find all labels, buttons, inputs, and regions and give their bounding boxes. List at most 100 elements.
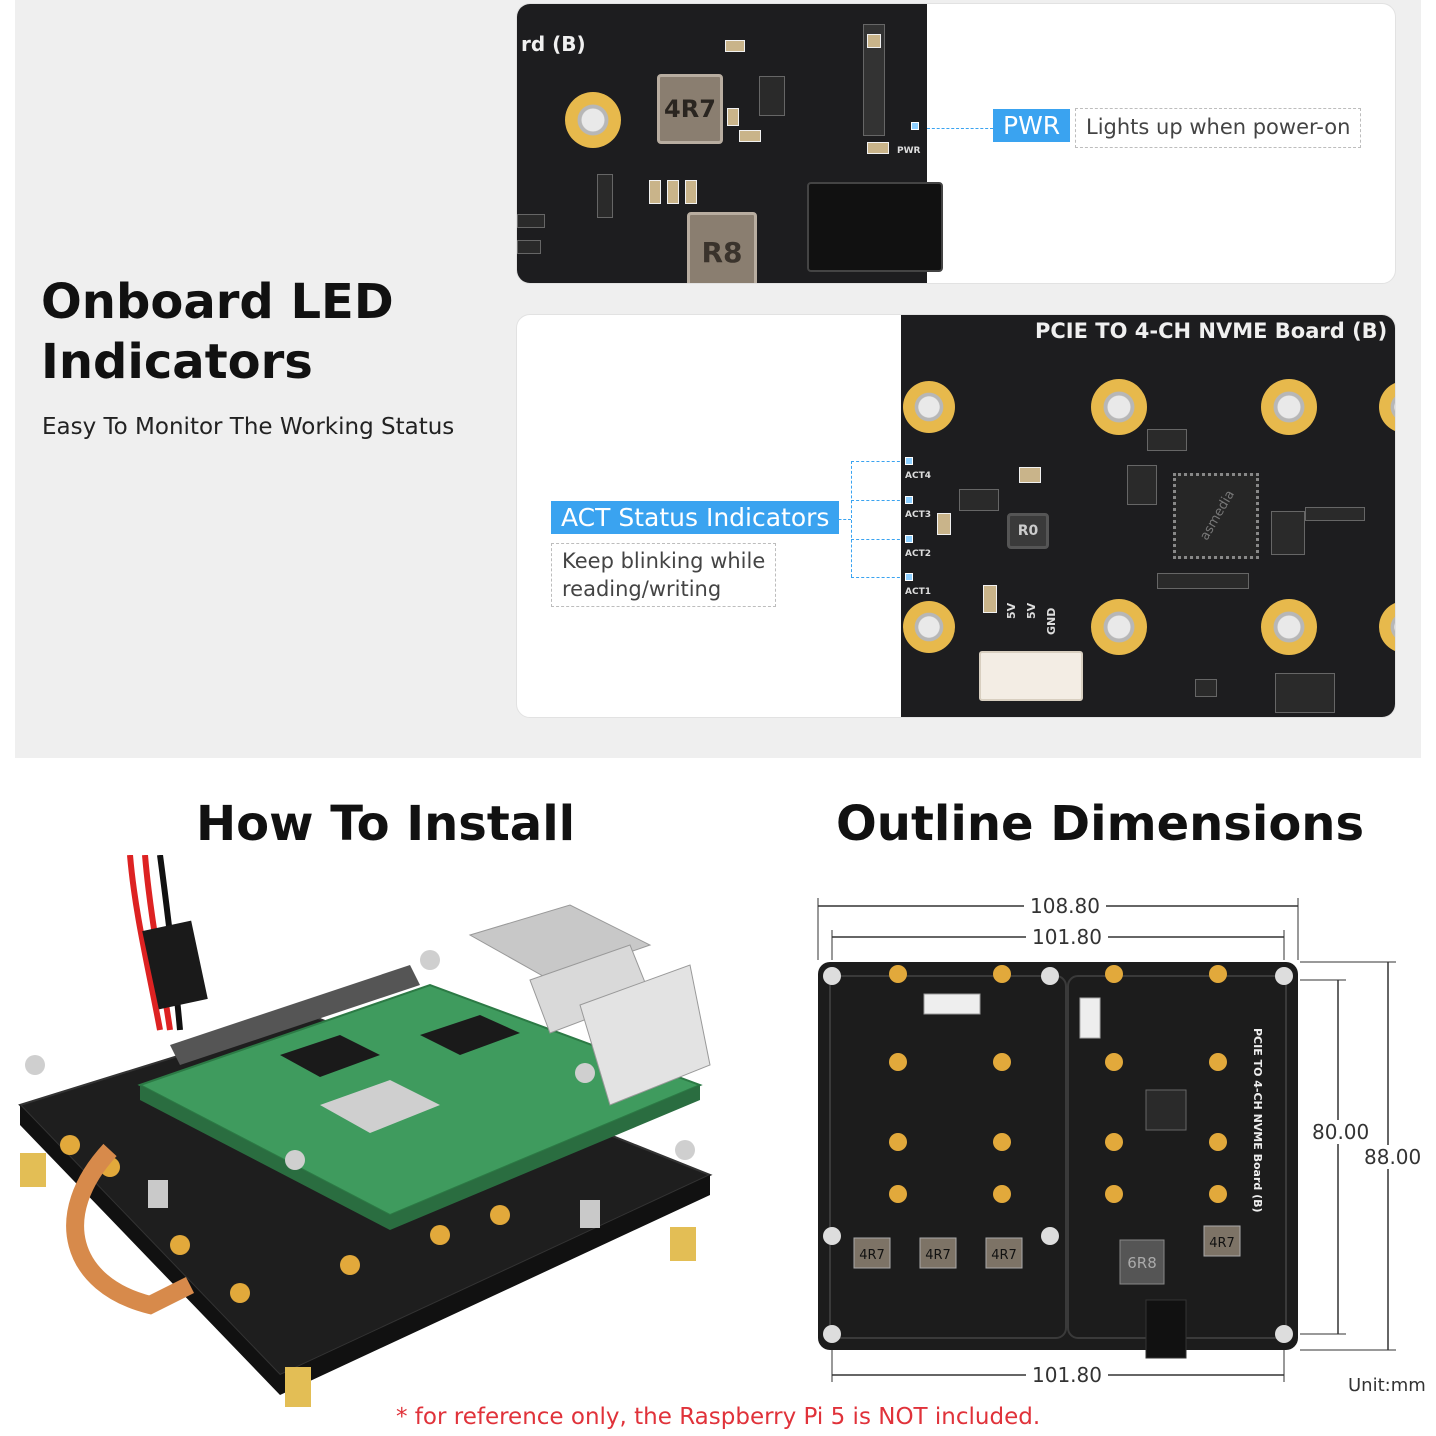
pwr-connector-line — [927, 128, 993, 129]
soc-chip — [280, 1035, 380, 1077]
mounting-hole — [1261, 379, 1317, 435]
capacitor — [667, 180, 679, 204]
capacitor — [739, 130, 761, 142]
usb-port — [468, 904, 652, 981]
capacitor — [867, 142, 889, 154]
mounting-hole — [565, 92, 621, 148]
dim-inner-width-top: 101.80 — [1026, 925, 1108, 949]
act3-led — [905, 496, 913, 504]
act-connector-branch — [851, 500, 905, 501]
inductors — [853, 1225, 1241, 1285]
capacitor — [725, 40, 745, 52]
fpc-ribbon-cable — [66, 1143, 195, 1315]
act4-led — [905, 457, 913, 465]
mounting-hole — [170, 1235, 190, 1255]
act-connector-branch — [851, 461, 905, 462]
power-cable-red — [127, 855, 163, 1031]
resistor-array — [863, 24, 885, 136]
act-tag: ACT Status Indicators — [551, 501, 840, 534]
board-label-partial: rd (B) — [521, 32, 586, 56]
capacitor — [649, 180, 661, 204]
dimensions-title: Outline Dimensions — [836, 796, 1365, 852]
install-title: How To Install — [196, 796, 576, 852]
corner-hole — [1275, 1325, 1293, 1343]
controller-chip — [1145, 1089, 1187, 1131]
screw — [285, 1150, 305, 1170]
ic-chip — [1195, 679, 1217, 697]
silk-pwr-label: PWR — [897, 146, 921, 156]
dim-inner-height: 80.00 — [1306, 1120, 1376, 1144]
act2-label: ACT2 — [905, 549, 931, 559]
standoff — [20, 1153, 46, 1187]
led-section-subtitle: Easy To Monitor The Working Status — [42, 414, 455, 440]
capacitor — [1019, 467, 1041, 483]
pwr-led — [911, 122, 919, 130]
mounting-hole — [490, 1205, 510, 1225]
dc-barrel-jack — [807, 182, 943, 272]
screw — [675, 1140, 695, 1160]
pwr-tag: PWR — [993, 109, 1071, 142]
act3-label: ACT3 — [905, 510, 931, 520]
metal-shield — [320, 1080, 440, 1133]
act-connector-line — [829, 519, 851, 520]
resistor-array — [1147, 429, 1187, 451]
ic-chip — [517, 240, 541, 254]
screw — [25, 1055, 45, 1075]
unit-label: Unit:mm — [1348, 1375, 1426, 1396]
corner-hole — [1041, 1227, 1059, 1245]
mounting-hole — [60, 1135, 80, 1155]
mounting-hole — [1379, 601, 1395, 653]
screw — [575, 1063, 595, 1083]
dim-outer-width: 108.80 — [1024, 894, 1106, 918]
controller-chip: asmedia — [1173, 473, 1259, 559]
standoff — [670, 1227, 696, 1261]
dim-inner-width-bottom: 101.80 — [1026, 1363, 1108, 1387]
inductor-label: 4R7 — [859, 1248, 885, 1263]
pcb-photo-act: PCIE TO 4-CH NVME Board (B) ACT4 ACT3 AC… — [901, 315, 1395, 717]
nvme-board-edge — [20, 1105, 710, 1395]
led-indicators-section: Onboard LED Indicators Easy To Monitor T… — [15, 0, 1421, 758]
act-description: Keep blinking while reading/writing — [551, 543, 777, 607]
ram-chip — [420, 1015, 520, 1055]
inductor-label: 4R7 — [1209, 1236, 1235, 1251]
capacitor — [727, 108, 739, 126]
screw — [420, 950, 440, 970]
board-label: PCIE TO 4-CH NVME Board (B) — [1251, 1028, 1264, 1213]
pwr-description: Lights up when power-on — [1075, 108, 1362, 148]
corner-hole — [823, 1325, 841, 1343]
led-section-title: Onboard LED Indicators — [41, 274, 394, 390]
corner-hole — [823, 1227, 841, 1245]
capacitor — [937, 513, 951, 535]
resistor-array — [1157, 573, 1249, 589]
m2-slot-area — [829, 975, 1067, 1339]
pin-label-5v: 5V — [1005, 602, 1018, 619]
resistor-array — [1127, 465, 1157, 505]
capacitor — [983, 585, 997, 613]
mounting-hole — [430, 1225, 450, 1245]
inductor-label: 4R7 — [991, 1248, 1017, 1263]
standoff — [580, 1200, 600, 1228]
ethernet-port — [579, 964, 711, 1106]
mounting-hole — [1261, 599, 1317, 655]
act-indicator-card: ACT Status Indicators Keep blinking whil… — [516, 314, 1396, 718]
act2-led — [905, 535, 913, 543]
power-header — [1079, 997, 1101, 1039]
mounting-hole — [1379, 381, 1395, 433]
cable-connector — [142, 920, 208, 1010]
act4-label: ACT4 — [905, 471, 931, 481]
board-outline — [818, 962, 1298, 1350]
pwr-indicator-card: rd (B) 4R7 R8 PWR PWR Lights up when pow… — [516, 3, 1396, 284]
corner-hole — [1041, 967, 1059, 985]
corner-hole — [1275, 967, 1293, 985]
standoff — [148, 1180, 168, 1208]
inductor-label: 6R8 — [1127, 1254, 1157, 1272]
pcie-fpc-connector — [923, 993, 981, 1015]
gpio-header — [170, 965, 420, 1065]
inductor-label: 4R7 — [925, 1248, 951, 1263]
mounting-hole — [903, 381, 955, 433]
mounting-hole — [340, 1255, 360, 1275]
mounting-hole — [1091, 379, 1147, 435]
capacitor — [685, 180, 697, 204]
install-illustration — [18, 855, 713, 1407]
pin-label-gnd: GND — [1045, 607, 1058, 635]
